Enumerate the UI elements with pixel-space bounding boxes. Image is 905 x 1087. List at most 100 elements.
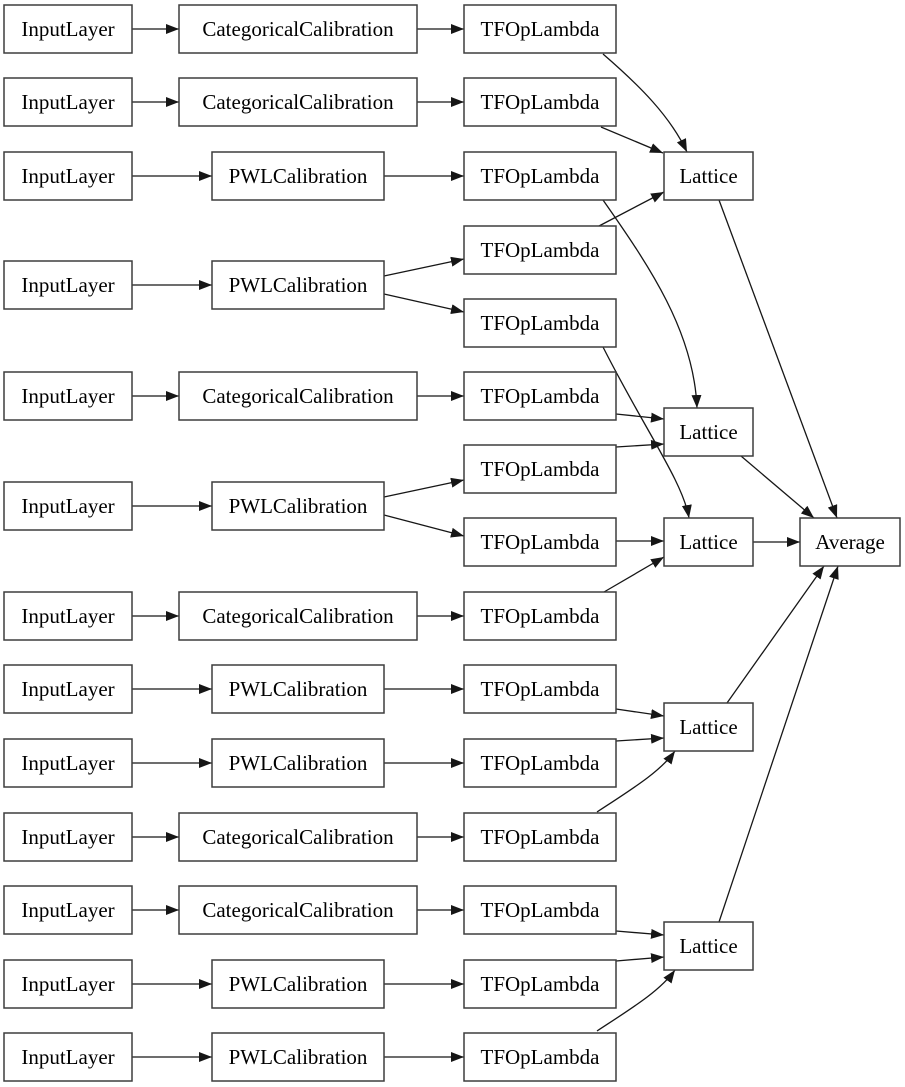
node-box-input-6 xyxy=(3,481,133,531)
node-label-lambda-4b: TFOpLambda xyxy=(481,311,601,335)
node-lattice-2: Lattice xyxy=(663,407,754,457)
node-input-11: InputLayer xyxy=(3,885,133,935)
node-box-input-2 xyxy=(3,77,133,127)
node-box-calib-6 xyxy=(211,481,385,531)
edge-lambda-11-to-lattice-5 xyxy=(615,928,665,939)
node-lambda-8: TFOpLambda xyxy=(463,664,617,714)
node-calib-11: CategoricalCalibration xyxy=(178,885,418,935)
node-label-calib-6: PWLCalibration xyxy=(229,494,368,518)
node-label-lambda-3: TFOpLambda xyxy=(481,164,601,188)
node-box-lattice-1 xyxy=(663,151,754,201)
node-label-input-9: InputLayer xyxy=(21,751,114,775)
node-label-calib-4: PWLCalibration xyxy=(229,273,368,297)
node-label-input-4: InputLayer xyxy=(21,273,114,297)
node-box-lattice-4 xyxy=(663,702,754,752)
node-calib-3: PWLCalibration xyxy=(211,151,385,201)
node-label-lambda-9: TFOpLambda xyxy=(481,751,601,775)
node-box-lattice-3 xyxy=(663,517,754,567)
node-box-lambda-12 xyxy=(463,959,617,1009)
node-lattice-4: Lattice xyxy=(663,702,754,752)
node-box-calib-11 xyxy=(178,885,418,935)
node-lambda-5: TFOpLambda xyxy=(463,371,617,421)
node-box-input-5 xyxy=(3,371,133,421)
node-label-input-11: InputLayer xyxy=(21,898,114,922)
node-label-calib-2: CategoricalCalibration xyxy=(202,90,394,114)
node-label-calib-12: PWLCalibration xyxy=(229,972,368,996)
node-box-lambda-10 xyxy=(463,812,617,862)
node-box-lambda-8 xyxy=(463,664,617,714)
node-label-calib-8: PWLCalibration xyxy=(229,677,368,701)
node-lambda-10: TFOpLambda xyxy=(463,812,617,862)
node-label-lattice-4: Lattice xyxy=(679,715,737,739)
node-calib-2: CategoricalCalibration xyxy=(178,77,418,127)
edge-lattice-4-to-average xyxy=(726,565,825,704)
node-calib-10: CategoricalCalibration xyxy=(178,812,418,862)
node-box-calib-1 xyxy=(178,4,418,54)
node-box-calib-8 xyxy=(211,664,385,714)
node-box-lattice-2 xyxy=(663,407,754,457)
node-box-calib-4 xyxy=(211,260,385,310)
node-lambda-4b: TFOpLambda xyxy=(463,298,617,348)
edge-lambda-10-to-lattice-4 xyxy=(596,750,676,813)
node-box-input-1 xyxy=(3,4,133,54)
node-label-input-2: InputLayer xyxy=(21,90,114,114)
node-input-1: InputLayer xyxy=(3,4,133,54)
edge-lambda-3-to-lattice-2 xyxy=(602,199,702,409)
node-box-input-13 xyxy=(3,1032,133,1082)
node-label-input-1: InputLayer xyxy=(21,17,114,41)
node-label-input-10: InputLayer xyxy=(21,825,114,849)
node-label-lambda-13: TFOpLambda xyxy=(481,1045,601,1069)
node-calib-13: PWLCalibration xyxy=(211,1032,385,1082)
node-label-input-7: InputLayer xyxy=(21,604,114,628)
node-label-calib-10: CategoricalCalibration xyxy=(202,825,394,849)
node-label-input-3: InputLayer xyxy=(21,164,114,188)
node-input-10: InputLayer xyxy=(3,812,133,862)
node-lambda-6a: TFOpLambda xyxy=(463,444,617,494)
node-label-calib-1: CategoricalCalibration xyxy=(202,17,394,41)
node-label-lambda-6a: TFOpLambda xyxy=(481,457,601,481)
node-lambda-4a: TFOpLambda xyxy=(463,225,617,275)
node-box-lambda-7 xyxy=(463,591,617,641)
node-lambda-11: TFOpLambda xyxy=(463,885,617,935)
node-input-5: InputLayer xyxy=(3,371,133,421)
node-box-input-11 xyxy=(3,885,133,935)
node-input-12: InputLayer xyxy=(3,959,133,1009)
node-lambda-2: TFOpLambda xyxy=(463,77,617,127)
node-label-lambda-6b: TFOpLambda xyxy=(481,530,601,554)
edge-lambda-13-to-lattice-5 xyxy=(596,969,676,1032)
node-box-calib-2 xyxy=(178,77,418,127)
node-label-lambda-11: TFOpLambda xyxy=(481,898,601,922)
node-box-lambda-4b xyxy=(463,298,617,348)
node-label-lattice-1: Lattice xyxy=(679,164,737,188)
node-box-input-3 xyxy=(3,151,133,201)
node-label-lambda-7: TFOpLambda xyxy=(481,604,601,628)
node-lambda-3: TFOpLambda xyxy=(463,151,617,201)
node-lambda-9: TFOpLambda xyxy=(463,738,617,788)
edge-lambda-9-to-lattice-4 xyxy=(615,733,665,744)
node-label-lambda-5: TFOpLambda xyxy=(481,384,601,408)
node-box-calib-5 xyxy=(178,371,418,421)
node-calib-7: CategoricalCalibration xyxy=(178,591,418,641)
edge-lattice-1-to-average xyxy=(718,199,838,519)
node-input-2: InputLayer xyxy=(3,77,133,127)
edge-calib-4-to-lambda-4b xyxy=(383,293,465,315)
node-input-7: InputLayer xyxy=(3,591,133,641)
node-label-lambda-1: TFOpLambda xyxy=(481,17,601,41)
node-box-lambda-3 xyxy=(463,151,617,201)
node-label-calib-5: CategoricalCalibration xyxy=(202,384,394,408)
node-label-lambda-4a: TFOpLambda xyxy=(481,238,601,262)
node-label-lattice-3: Lattice xyxy=(679,530,737,554)
node-label-lambda-10: TFOpLambda xyxy=(481,825,601,849)
node-calib-12: PWLCalibration xyxy=(211,959,385,1009)
node-label-lattice-5: Lattice xyxy=(679,934,737,958)
node-lattice-1: Lattice xyxy=(663,151,754,201)
node-box-input-4 xyxy=(3,260,133,310)
edge-lambda-8-to-lattice-4 xyxy=(615,708,665,720)
node-box-calib-10 xyxy=(178,812,418,862)
node-calib-8: PWLCalibration xyxy=(211,664,385,714)
node-label-calib-13: PWLCalibration xyxy=(229,1045,368,1069)
node-lambda-1: TFOpLambda xyxy=(463,4,617,54)
node-box-average xyxy=(799,517,901,567)
node-label-lattice-2: Lattice xyxy=(679,420,737,444)
